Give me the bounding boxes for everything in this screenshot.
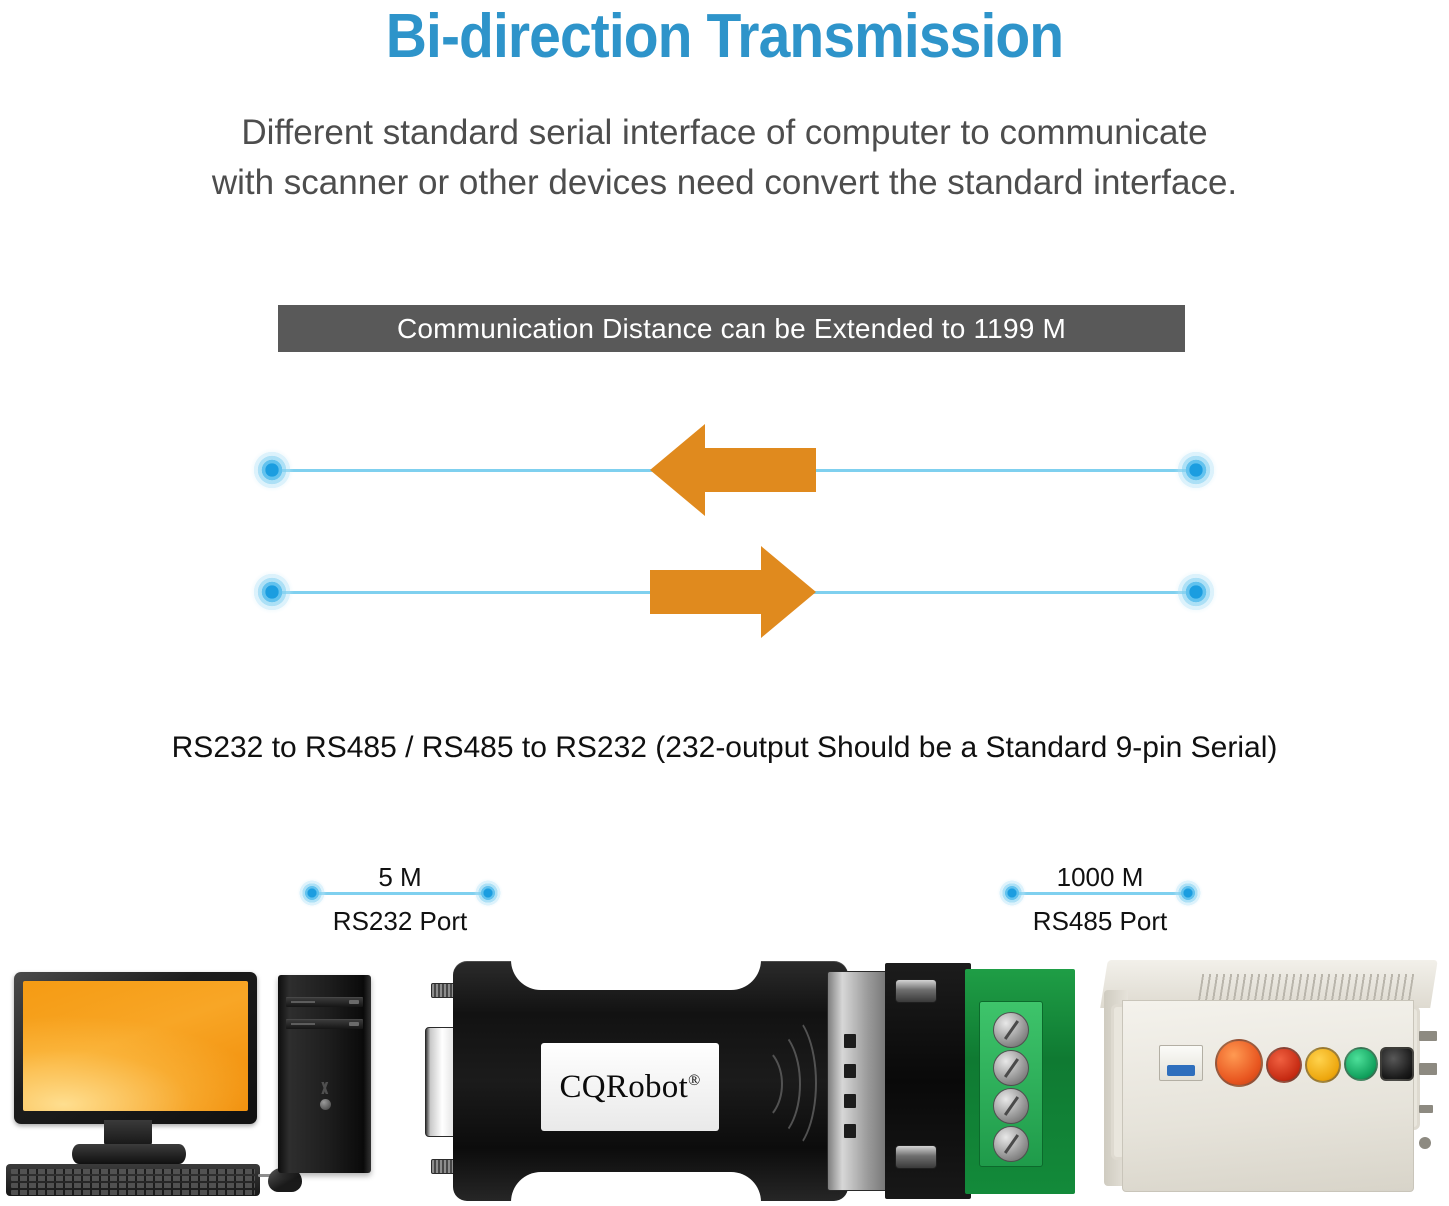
screw-terminal-block bbox=[979, 1001, 1043, 1167]
keyboard bbox=[6, 1164, 260, 1196]
rs485-dot-right bbox=[1173, 878, 1203, 908]
mouse-cord bbox=[258, 1174, 272, 1177]
industrial-control-cabinet bbox=[1100, 960, 1438, 1197]
rs232-indicator-line bbox=[312, 892, 488, 895]
yellow-indicator-button[interactable] bbox=[1305, 1047, 1341, 1083]
cabinet-front-panel bbox=[1122, 1000, 1437, 1192]
conversion-caption: RS232 to RS485 / RS485 to RS232 (232-out… bbox=[171, 731, 1278, 764]
rs232-dot-left bbox=[297, 878, 327, 908]
rs485-port-label: RS485 Port bbox=[1032, 906, 1168, 936]
emergency-stop-button[interactable] bbox=[1215, 1039, 1263, 1087]
tower-logo bbox=[306, 1082, 344, 1094]
monitor-stand-neck bbox=[104, 1120, 152, 1148]
transmit-arrow-right bbox=[650, 546, 816, 638]
page-subtitle: Different standard serial interface of c… bbox=[60, 108, 1389, 208]
rs485-indicator-line bbox=[1012, 892, 1188, 895]
wave-arc-1 bbox=[753, 1011, 817, 1155]
cabinet-vents bbox=[1197, 974, 1415, 1002]
green-indicator-button[interactable] bbox=[1344, 1047, 1378, 1081]
endpoint-dot-top-right bbox=[1174, 448, 1218, 492]
wave-arc-3 bbox=[729, 1045, 783, 1123]
subtitle-line-1: Different standard serial interface of c… bbox=[241, 113, 1208, 152]
endpoint-dot-bottom-left bbox=[250, 570, 294, 614]
usb-port-1[interactable] bbox=[1419, 1105, 1433, 1113]
rs485-distance-label: 1000 M bbox=[1056, 862, 1144, 892]
endpoint-dot-top-left bbox=[250, 448, 294, 492]
terminal-screw-3[interactable] bbox=[993, 1088, 1029, 1124]
terminal-pcb bbox=[965, 969, 1075, 1194]
tower-power-button[interactable] bbox=[320, 1099, 331, 1110]
black-selector-switch[interactable] bbox=[1380, 1047, 1414, 1081]
receive-arrow-left bbox=[650, 424, 816, 516]
screw-post-bottom-left bbox=[431, 1159, 455, 1174]
terminal-screw-4[interactable] bbox=[993, 1126, 1029, 1162]
hood-screw-bottom bbox=[895, 1145, 937, 1169]
rs232-rs485-converter: CQRobot® bbox=[425, 953, 1080, 1205]
serial-port-1[interactable] bbox=[1419, 1063, 1437, 1075]
red-indicator-button[interactable] bbox=[1266, 1047, 1302, 1083]
subtitle-line-2: with scanner or other devices need conve… bbox=[211, 163, 1238, 202]
monitor bbox=[14, 972, 257, 1124]
wave-arc-2 bbox=[741, 1027, 801, 1141]
brand-label: CQRobot® bbox=[541, 1043, 719, 1131]
converter-housing: CQRobot® bbox=[453, 960, 848, 1202]
port-row-1[interactable] bbox=[1419, 1031, 1437, 1041]
terminal-screw-2[interactable] bbox=[993, 1050, 1029, 1086]
brand-text: CQRobot® bbox=[559, 1068, 701, 1105]
rs232-port-label: RS232 Port bbox=[332, 906, 468, 936]
circuit-breaker[interactable] bbox=[1159, 1045, 1203, 1081]
rs485-dot-left bbox=[997, 878, 1027, 908]
ground-terminal[interactable] bbox=[1419, 1137, 1431, 1149]
monitor-stand-base bbox=[72, 1144, 186, 1164]
hood-screw-top bbox=[895, 979, 937, 1003]
distance-banner-text: Communication Distance can be Extended t… bbox=[396, 312, 1066, 344]
rs232-dot-right bbox=[473, 878, 503, 908]
computer-tower bbox=[278, 975, 371, 1173]
monitor-screen bbox=[23, 981, 248, 1111]
terminal-screw-1[interactable] bbox=[993, 1012, 1029, 1048]
distance-banner: Communication Distance can be Extended t… bbox=[278, 305, 1185, 352]
screw-post-top-left bbox=[431, 983, 455, 998]
endpoint-dot-bottom-right bbox=[1174, 570, 1218, 614]
product-photo-row: CQRobot® bbox=[0, 950, 1449, 1206]
page-title: Bi-direction Transmission bbox=[385, 2, 1064, 71]
rs232-distance-label: 5 M bbox=[378, 862, 422, 892]
